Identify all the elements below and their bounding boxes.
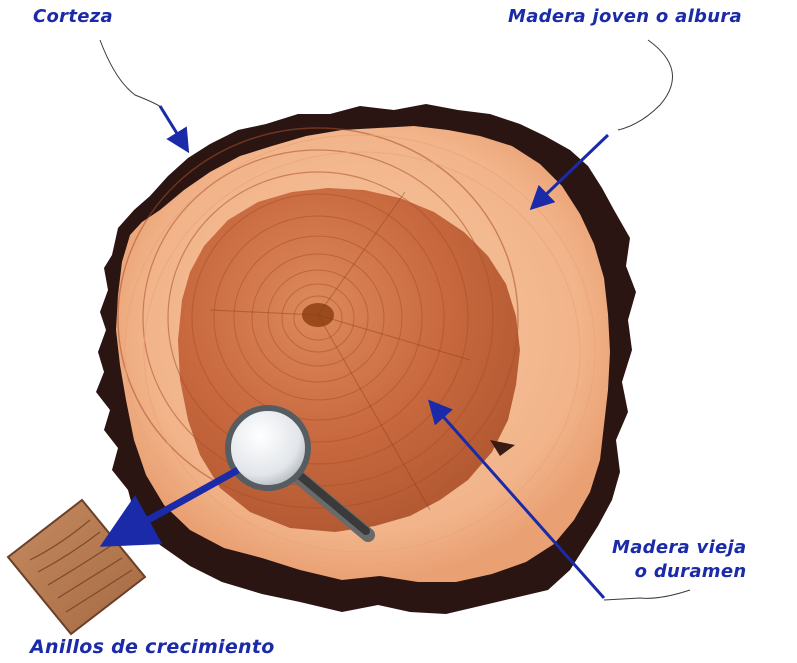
label-heartwood: Madera vieja o duramen: [612, 536, 746, 584]
growth-rings-detail: [8, 500, 145, 634]
label-heartwood-line1: Madera vieja: [612, 536, 746, 560]
label-heartwood-line2: o duramen: [612, 560, 746, 584]
arrow-icon: [604, 590, 690, 600]
arrow-icon: [100, 40, 162, 108]
label-growth-rings: Anillos de crecimiento: [30, 636, 275, 658]
arrow-icon: [160, 106, 186, 148]
label-sapwood: Madera joven o albura: [508, 6, 742, 27]
label-bark: Corteza: [33, 6, 113, 27]
arrow-icon: [618, 40, 673, 130]
